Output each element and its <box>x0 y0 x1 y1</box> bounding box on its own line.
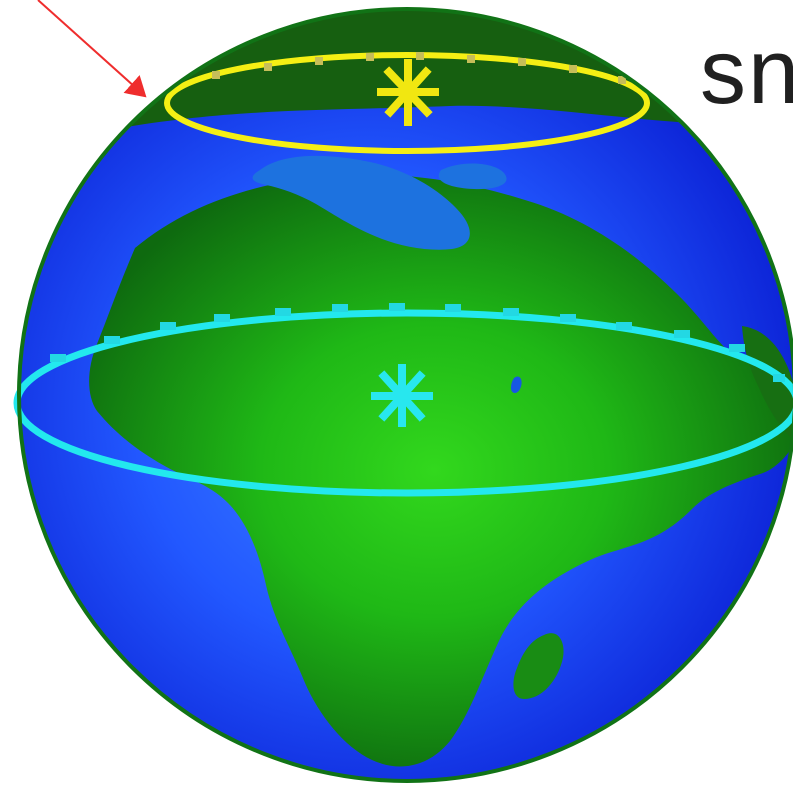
madagascar-island <box>513 633 564 699</box>
eastern-landmass <box>742 326 793 440</box>
polar-circle <box>164 52 650 154</box>
globe-outline <box>17 7 793 783</box>
polar-dotted-line <box>212 52 626 84</box>
equator-star <box>371 364 433 427</box>
equator-circle <box>13 309 793 497</box>
black-sea <box>438 163 507 190</box>
partial-caption-text: sn <box>700 21 793 123</box>
red-arrow-icon <box>37 0 147 98</box>
equator-dotted-line <box>50 303 785 382</box>
mediterranean-sea <box>252 155 470 250</box>
polar-star <box>377 59 439 126</box>
small-inlet <box>511 376 522 394</box>
